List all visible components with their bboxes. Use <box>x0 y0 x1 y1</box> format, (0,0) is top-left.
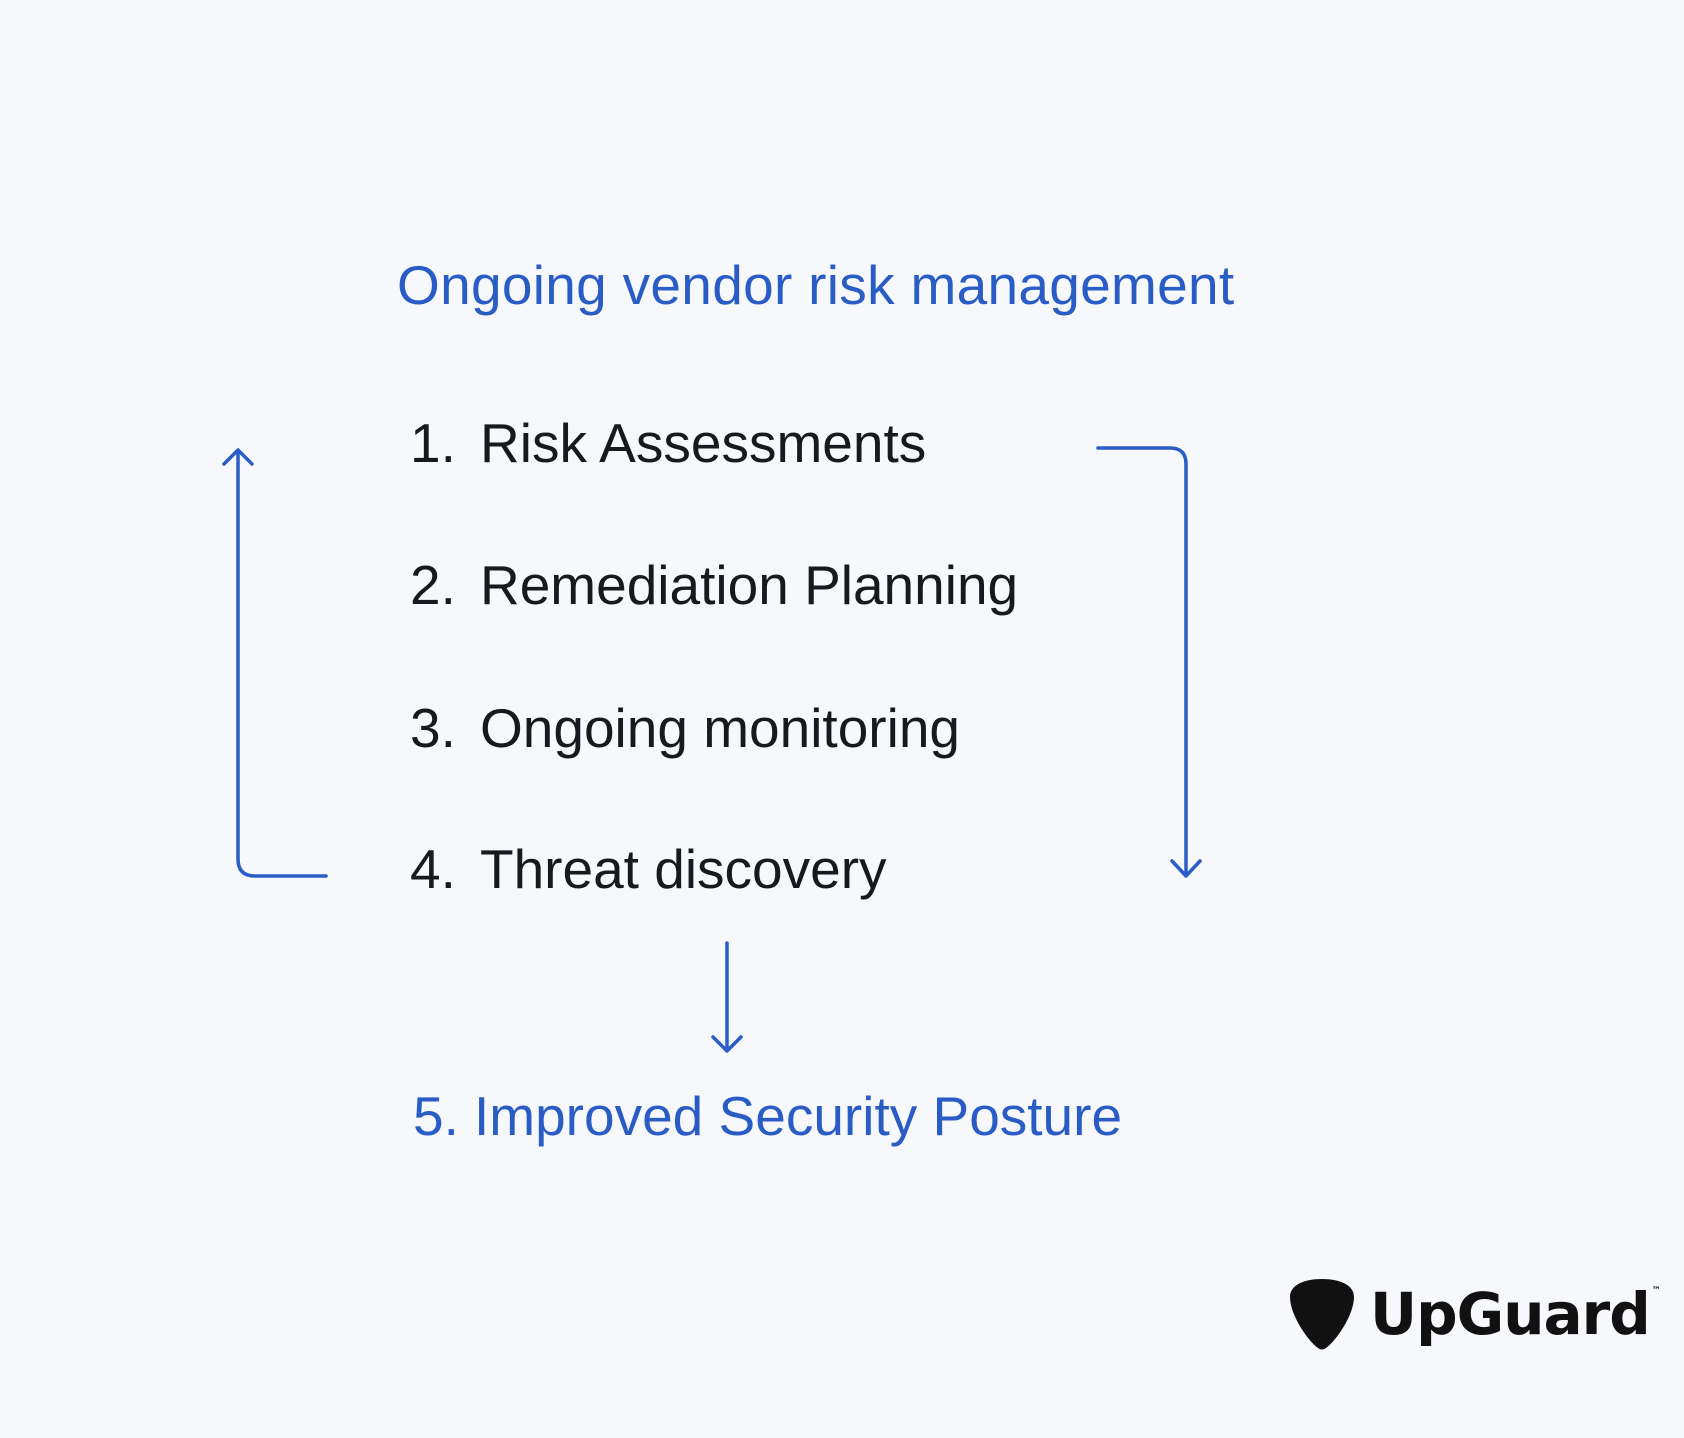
step-number: 3. <box>410 697 456 759</box>
arrow-step1-to-step4 <box>1096 446 1202 878</box>
step-number: 2. <box>410 554 456 616</box>
outcome-improved-security-posture: 5. Improved Security Posture <box>413 1083 1122 1149</box>
diagram-title: Ongoing vendor risk management <box>397 254 1235 316</box>
brand-name-text: UpGuard <box>1370 1280 1651 1348</box>
guitar-pick-shield-icon <box>1290 1279 1354 1350</box>
step-label: Remediation Planning <box>480 554 1019 616</box>
step-risk-assessments: 1. Risk Assessments <box>410 410 926 476</box>
arrow-step4-back-to-step1 <box>222 448 328 878</box>
step-threat-discovery: 4. Threat discovery <box>410 836 887 902</box>
outcome-label: Improved Security Posture <box>474 1085 1123 1147</box>
trademark-symbol: ™ <box>1651 1286 1661 1296</box>
step-label: Threat discovery <box>480 838 887 900</box>
step-number: 1. <box>410 412 456 474</box>
step-ongoing-monitoring: 3. Ongoing monitoring <box>410 695 960 761</box>
step-remediation-planning: 2. Remediation Planning <box>410 552 1018 618</box>
step-number: 4. <box>410 838 456 900</box>
step-label: Risk Assessments <box>480 412 927 474</box>
arrow-step4-to-outcome <box>711 941 743 1053</box>
step-label: Ongoing monitoring <box>480 697 961 759</box>
outcome-number: 5. <box>413 1085 459 1147</box>
